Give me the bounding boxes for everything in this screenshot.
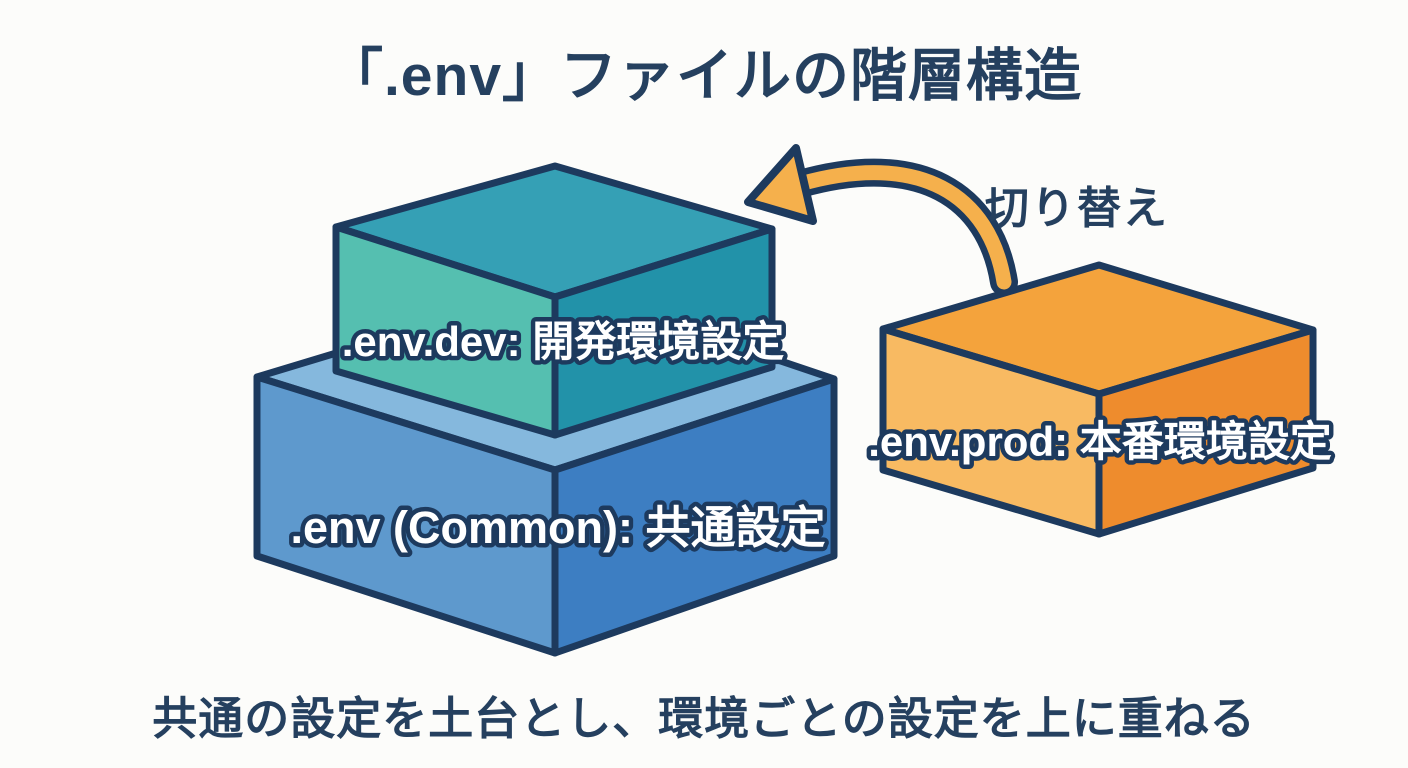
dev-box [332,162,776,439]
prod-box-label: .env.prod: 本番環境設定 [868,418,1332,465]
common-box-right-face [551,375,838,657]
dev-box-right-face [551,225,776,439]
switch-arrow-outline [786,158,1018,296]
prod-box [879,261,1317,538]
common-box-label: .env (Common): 共通設定 [291,502,826,553]
page-title: 「.env」ファイルの階層構造 [325,44,1083,108]
switch-arrow-head [744,144,817,225]
switch-arrow [744,144,1018,296]
switch-arrow-band [792,165,1012,290]
prod-box-right-face [1095,326,1317,538]
dev-box-label: .env.dev: 開発環境設定 [342,318,785,365]
switch-arrow-label: 切り替え [985,184,1169,233]
bottom-caption: 共通の設定を土台とし、環境ごとの設定を上に重ねる [152,693,1256,744]
